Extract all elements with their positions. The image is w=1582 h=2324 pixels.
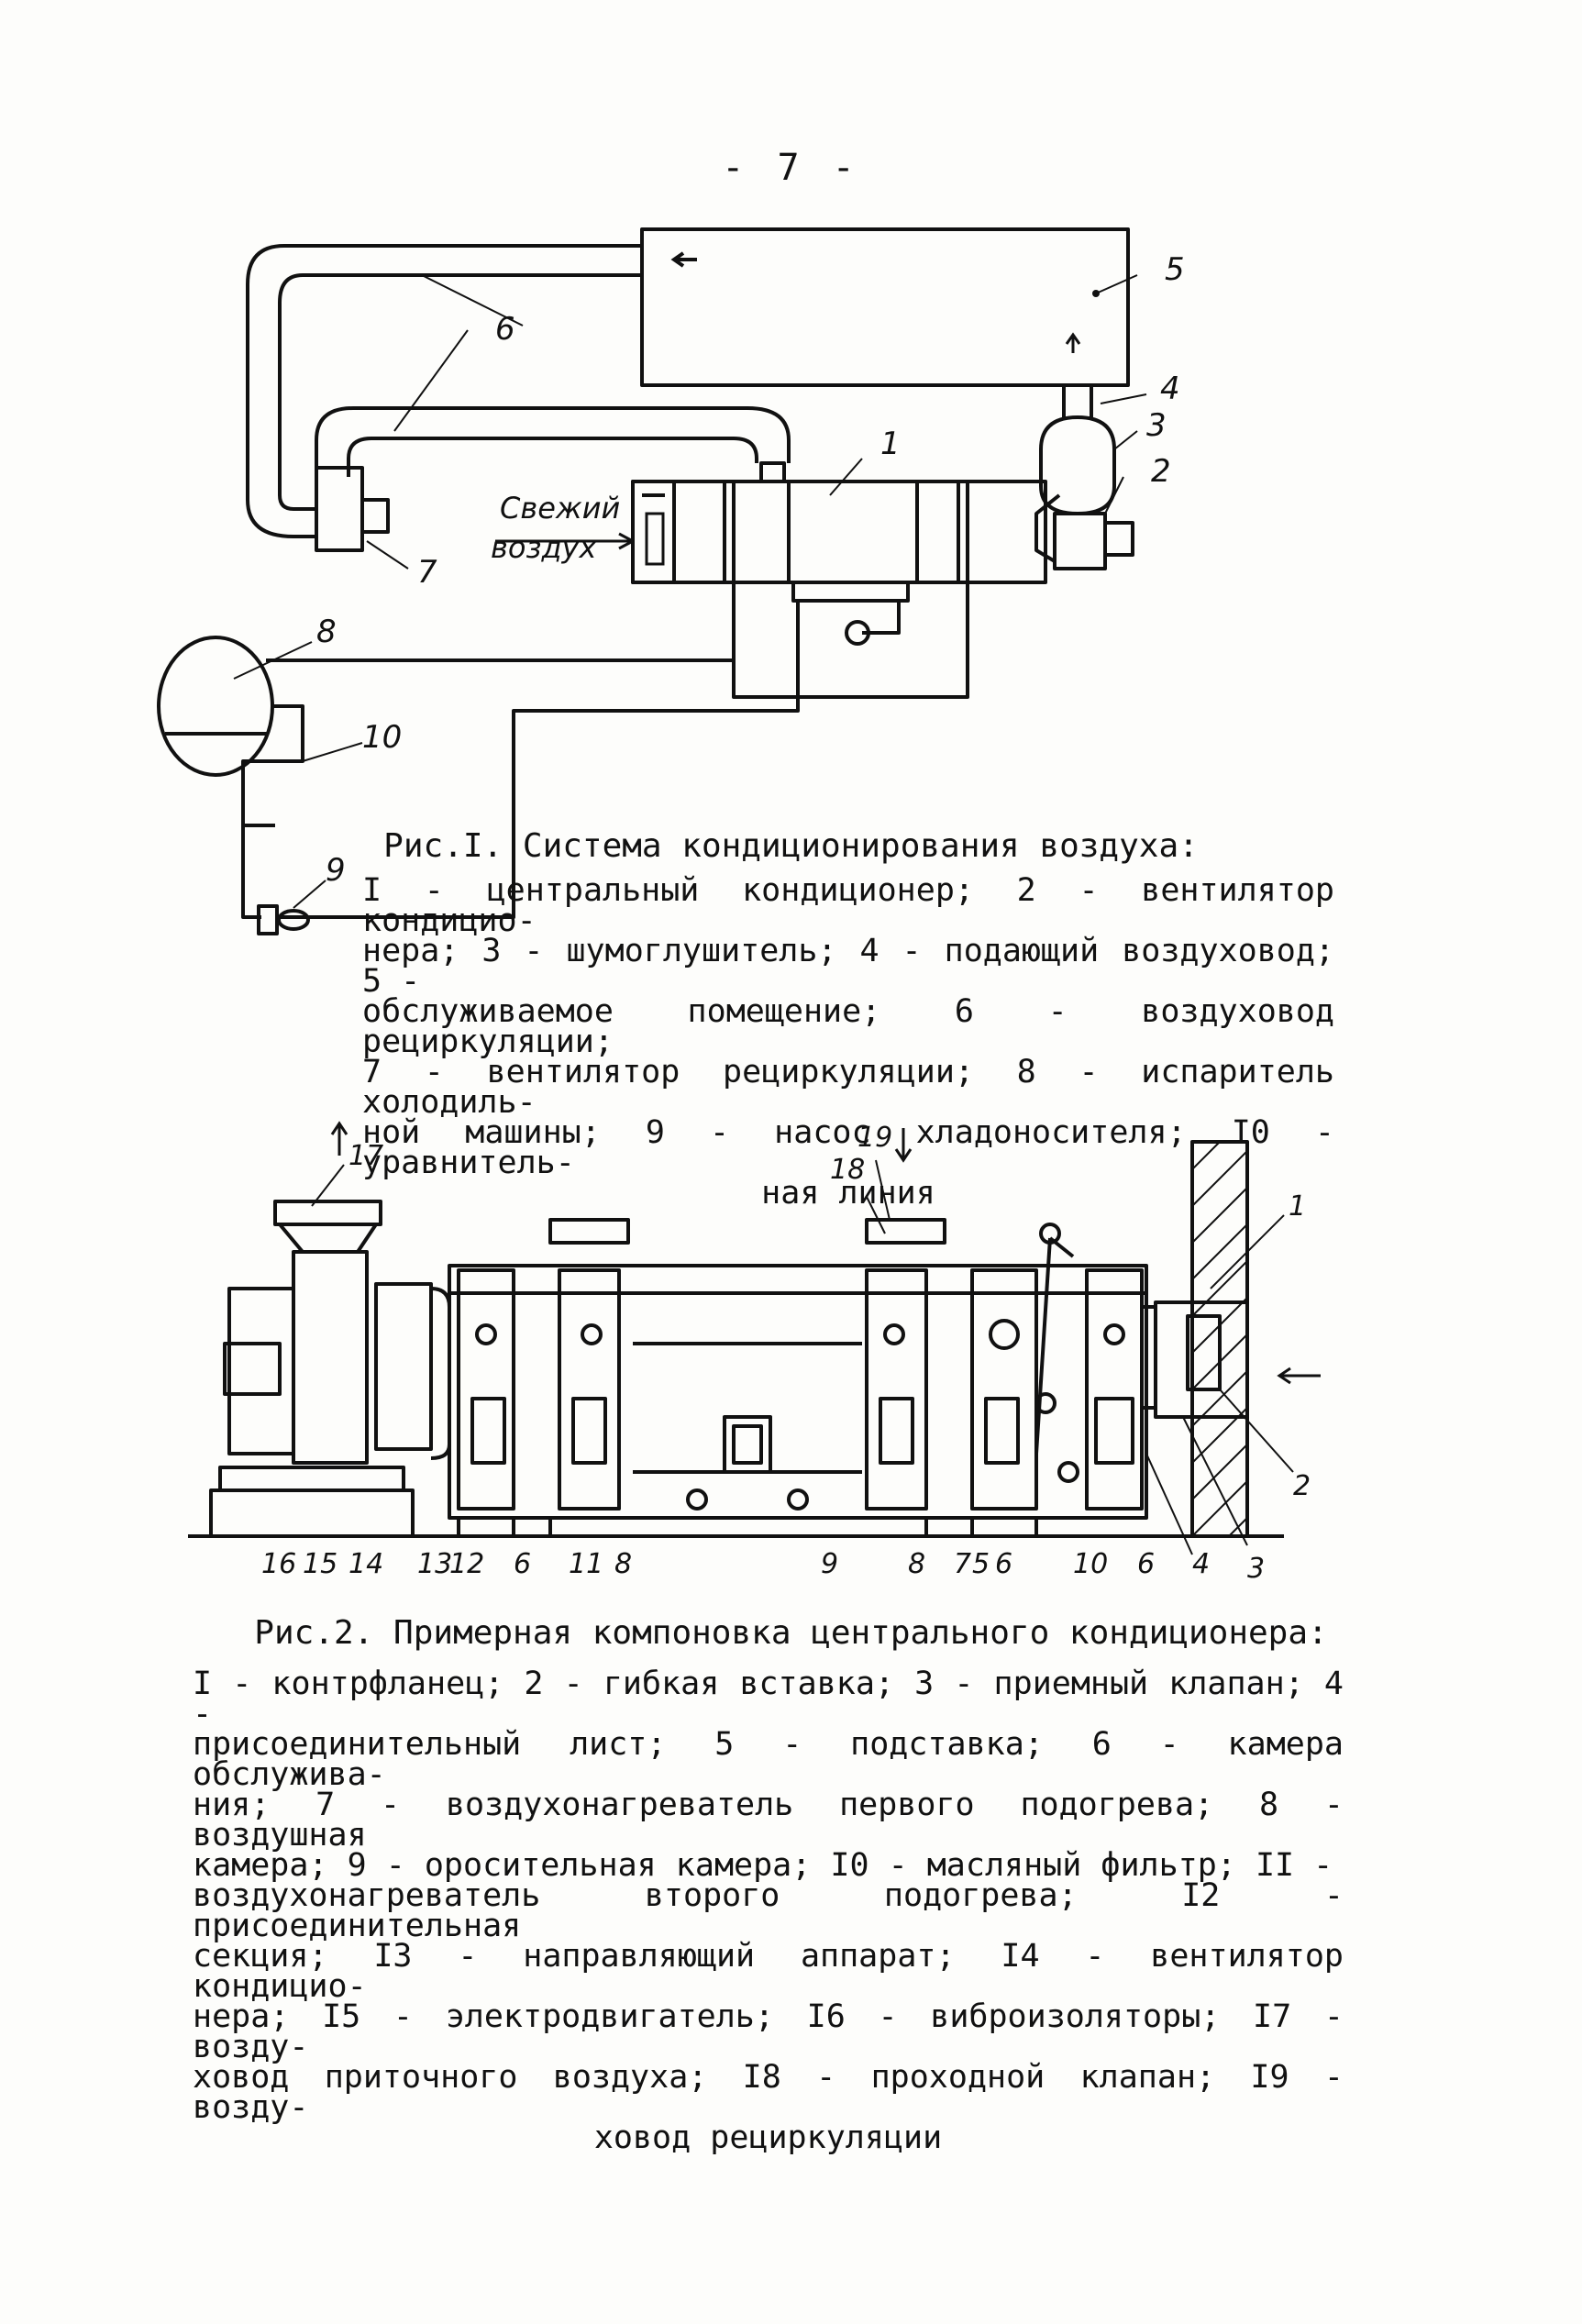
svg-text:17: 17 — [348, 1140, 383, 1172]
caption-line: ховод приточного воздуха; I8 - проходной… — [193, 2059, 1344, 2126]
supply-fan — [1053, 512, 1107, 570]
callout-label: 4 — [1160, 371, 1180, 407]
svg-text:3: 3 — [1247, 1553, 1265, 1585]
callout-label: 10 — [362, 719, 402, 756]
caption-line: секция; I3 - направляющий аппарат; I4 - … — [193, 1938, 1344, 2005]
svg-text:6: 6 — [995, 1548, 1012, 1580]
svg-text:12: 12 — [449, 1548, 484, 1580]
svg-text:6: 6 — [514, 1548, 531, 1580]
svg-text:2: 2 — [1293, 1470, 1311, 1502]
caption-line: ховод рециркуляции — [593, 2119, 943, 2156]
caption-line: обслуживаемое помещение; 6 - воздуховод … — [362, 993, 1334, 1060]
supply-air-duct — [273, 1200, 382, 1226]
caption-line: нера; I5 - электродвигатель; I6 - виброи… — [193, 1998, 1344, 2065]
figure-1-caption-title: Рис.I. Система кондиционирования воздуха… — [383, 827, 1199, 865]
fresh-air-label: Свежий — [500, 491, 620, 526]
recirculation-duct — [548, 1218, 630, 1245]
callout-label: 7 — [417, 554, 437, 591]
served-room — [640, 227, 1130, 387]
equalizing-line — [241, 704, 304, 827]
callout-label: 6 — [495, 311, 515, 348]
callout-label: 9 — [326, 852, 346, 889]
caption-line: ная линия — [761, 1175, 935, 1212]
svg-text:16: 16 — [261, 1548, 296, 1580]
callout-label: 1 — [880, 426, 901, 462]
figure-2-caption-body: I - контрфланец; 2 - гибкая вставка; 3 -… — [193, 1666, 1344, 2156]
svg-text:11: 11 — [569, 1548, 603, 1580]
callout-label: 5 — [1165, 251, 1185, 288]
figure-1-diagram: 1 2 3 4 5 6 7 8 9 10 Свежий воздух — [157, 227, 1185, 935]
callout-label: 2 — [1151, 453, 1171, 490]
electric-motor — [223, 1342, 282, 1396]
callout-label: 3 — [1146, 407, 1167, 444]
svg-text:5: 5 — [972, 1548, 990, 1580]
recirculation-fan — [315, 466, 364, 552]
svg-text:9: 9 — [821, 1548, 838, 1580]
svg-text:15: 15 — [303, 1548, 337, 1580]
svg-text:18: 18 — [830, 1154, 865, 1186]
caption-line: камера; 9 - оросительная камера; I0 - ма… — [193, 1847, 1333, 1884]
svg-text:8: 8 — [614, 1548, 632, 1580]
caption-line: нера; 3 - шумоглушитель; 4 - подающий во… — [362, 933, 1334, 1000]
svg-text:6: 6 — [1137, 1548, 1155, 1580]
evaporator — [157, 636, 274, 777]
caption-line: ния; 7 - воздухонагреватель первого подо… — [193, 1787, 1344, 1854]
svg-text:7: 7 — [954, 1548, 971, 1580]
caption-line: 7 - вентилятор рециркуляции; 8 - испарит… — [362, 1054, 1334, 1121]
svg-text:4: 4 — [1192, 1548, 1210, 1580]
svg-text:13: 13 — [417, 1548, 452, 1580]
svg-text:8: 8 — [908, 1548, 925, 1580]
central-air-conditioner — [631, 480, 1047, 584]
caption-line: воздухонагреватель второго подогрева; I2… — [193, 1877, 1344, 1944]
svg-text:19: 19 — [857, 1122, 892, 1154]
conditioner-fan — [292, 1250, 369, 1465]
page-number: - 7 - — [722, 147, 860, 189]
figure-2-caption-title: Рис.2. Примерная компоновка центрального… — [254, 1614, 1328, 1652]
caption-line: I - центральный кондиционер; 2 - вентиля… — [362, 872, 1334, 939]
caption-line: присоединительный лист; 5 - подставка; 6… — [193, 1726, 1344, 1793]
caption-line: I - контрфланец; 2 - гибкая вставка; 3 -… — [193, 1666, 1344, 1732]
recirculation-duct — [246, 244, 642, 538]
svg-text:1: 1 — [1289, 1190, 1306, 1223]
figure-2-diagram: 17 18 19 1 2 3 4 5 6 7 8 9 10 6 11 8 6 1… — [188, 1121, 1321, 1585]
svg-text:14: 14 — [348, 1548, 383, 1580]
svg-text:10: 10 — [1073, 1548, 1108, 1580]
figure-1-caption-body: I - центральный кондиционер; 2 - вентиля… — [362, 872, 1334, 1212]
coolant-pump — [257, 904, 279, 935]
callout-label: 8 — [316, 614, 337, 650]
caption-line: ной машины; 9 - насос хладоносителя; I0 … — [362, 1114, 1334, 1181]
fresh-air-label: воздух — [491, 530, 598, 565]
